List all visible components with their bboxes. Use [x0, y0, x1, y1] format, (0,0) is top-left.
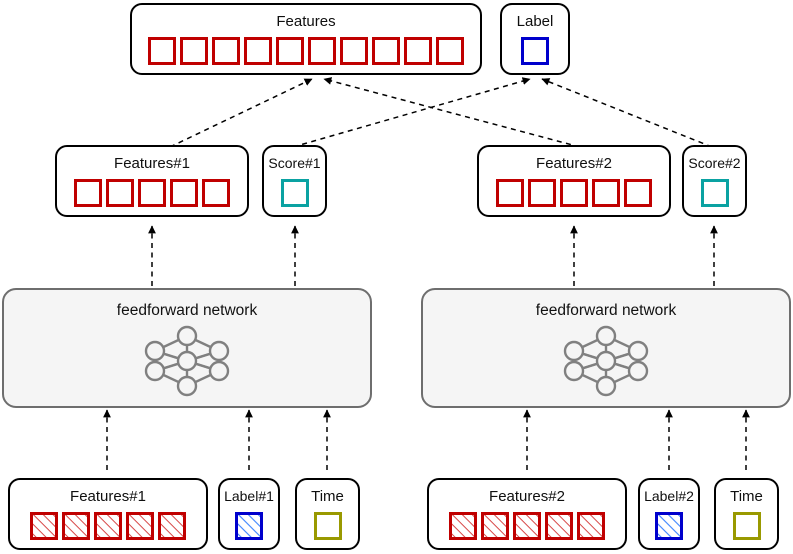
edge-score2-to-label — [541, 78, 713, 148]
features2-input-title: Features#2 — [489, 488, 565, 505]
features-output-title: Features — [276, 13, 336, 30]
neural-network-icon — [558, 324, 654, 403]
label-output-title: Label — [516, 13, 554, 30]
feature-cell — [496, 179, 524, 207]
time1-input-box[interactable]: Time — [295, 478, 360, 550]
feature-cell — [148, 37, 176, 65]
feature-cell — [624, 179, 652, 207]
features2-mid-cells — [479, 179, 669, 207]
label1-input-title: Label#1 — [224, 488, 274, 504]
feature-cell — [30, 512, 58, 540]
feature-cell — [126, 512, 154, 540]
features2-input-cells — [429, 512, 625, 540]
feature-cell — [655, 512, 683, 540]
time1-input-cells — [297, 512, 358, 540]
feature-cell — [340, 37, 368, 65]
score2-title: Score#2 — [688, 155, 741, 171]
score1-cells — [264, 179, 325, 207]
label-output-box[interactable]: Label — [500, 3, 570, 75]
label2-input-title: Label#2 — [644, 488, 694, 504]
feature-cell — [577, 512, 605, 540]
feature-cell — [592, 179, 620, 207]
feature-cell — [276, 37, 304, 65]
features2-input-box[interactable]: Features#2 — [427, 478, 627, 550]
features1-mid-cells — [57, 179, 247, 207]
feature-cell — [212, 37, 240, 65]
feature-cell — [313, 512, 342, 540]
features2-mid-box[interactable]: Features#2 — [477, 145, 671, 217]
features-output-cells — [132, 37, 480, 65]
edge-features2-to-features — [323, 77, 581, 148]
label1-input-box[interactable]: Label#1 — [218, 478, 280, 550]
score2-box[interactable]: Score#2 — [682, 145, 747, 217]
feature-cell — [521, 37, 549, 65]
time2-input-cells — [716, 512, 777, 540]
feature-cell — [481, 512, 509, 540]
features1-input-cells — [10, 512, 206, 540]
features1-mid-box[interactable]: Features#1 — [55, 145, 249, 217]
feature-cell — [202, 179, 230, 207]
label-output-cells — [502, 37, 568, 65]
feature-cell — [436, 37, 464, 65]
features2-mid-title: Features#2 — [536, 155, 612, 172]
features-output-box[interactable]: Features — [130, 3, 482, 75]
neural-network-icon — [139, 324, 235, 403]
feedforward-network-2-title: feedforward network — [535, 302, 677, 319]
score1-box[interactable]: Score#1 — [262, 145, 327, 217]
features1-input-box[interactable]: Features#1 — [8, 478, 208, 550]
feature-cell — [700, 179, 729, 207]
feature-cell — [106, 179, 134, 207]
feature-cell — [404, 37, 432, 65]
feature-cell — [560, 179, 588, 207]
feature-cell — [280, 179, 309, 207]
feature-cell — [308, 37, 336, 65]
feature-cell — [545, 512, 573, 540]
features1-mid-title: Features#1 — [114, 155, 190, 172]
feedforward-network-2[interactable]: feedforward network — [421, 288, 791, 408]
feature-cell — [244, 37, 272, 65]
feature-cell — [158, 512, 186, 540]
feature-cell — [180, 37, 208, 65]
time2-input-box[interactable]: Time — [714, 478, 779, 550]
label2-input-cells — [640, 512, 698, 540]
feature-cell — [372, 37, 400, 65]
feature-cell — [449, 512, 477, 540]
feature-cell — [138, 179, 166, 207]
feature-cell — [528, 179, 556, 207]
feature-cell — [74, 179, 102, 207]
feature-cell — [94, 512, 122, 540]
label1-input-cells — [220, 512, 278, 540]
feature-cell — [62, 512, 90, 540]
feedforward-network-1-title: feedforward network — [116, 302, 258, 319]
edge-score1-to-label — [292, 77, 531, 148]
features1-input-title: Features#1 — [70, 488, 146, 505]
time1-input-title: Time — [311, 488, 344, 505]
time2-input-title: Time — [730, 488, 763, 505]
edge-features1-to-features — [169, 78, 313, 148]
feature-cell — [235, 512, 263, 540]
feature-cell — [170, 179, 198, 207]
feedforward-network-1[interactable]: feedforward network — [2, 288, 372, 408]
score2-cells — [684, 179, 745, 207]
score1-title: Score#1 — [268, 155, 321, 171]
feature-cell — [732, 512, 761, 540]
feature-cell — [513, 512, 541, 540]
label2-input-box[interactable]: Label#2 — [638, 478, 700, 550]
